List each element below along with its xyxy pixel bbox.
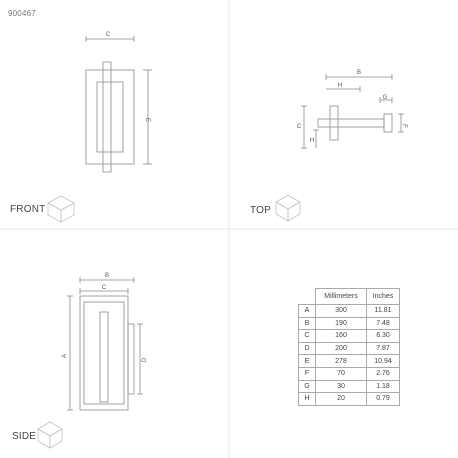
side-height-letter: A: [62, 354, 68, 358]
side-width-letter: B: [105, 273, 109, 279]
table-header-millimeters: Millimeters: [315, 288, 367, 305]
dim-key: C: [298, 329, 316, 343]
side-view-label: SIDE: [12, 431, 37, 442]
dim-mm: 20: [315, 392, 367, 406]
front-orientation-cube-icon: [47, 195, 75, 223]
dim-in: 0.79: [366, 392, 400, 406]
dim-in: 2.76: [366, 366, 400, 381]
dim-in: 6.30: [366, 329, 400, 343]
dim-in: 1.18: [366, 379, 400, 394]
top-post-height-letter: H: [310, 138, 314, 144]
dim-key: D: [298, 341, 316, 356]
product-code: 900467: [8, 9, 36, 18]
dim-mm: 200: [315, 341, 367, 356]
dim-key: E: [298, 354, 316, 368]
table-header-inches: Inches: [366, 288, 400, 305]
dim-in: 7.48: [366, 316, 400, 331]
top-view-drawing: [301, 74, 404, 149]
side-mount-letter: D: [142, 357, 148, 362]
dim-in: 7.87: [366, 341, 400, 356]
table-header-row: Millimeters Inches: [298, 288, 400, 305]
side-inner-letter: C: [102, 285, 107, 291]
side-orientation-cube-icon: [37, 421, 63, 449]
front-width-letter: C: [106, 32, 111, 38]
dim-mm: 160: [315, 329, 367, 343]
top-orientation-cube-icon: [275, 194, 301, 222]
dim-key: G: [298, 379, 316, 394]
top-plate-height-letter: C: [297, 124, 302, 130]
front-view-label: FRONT: [10, 204, 46, 215]
top-plate-width-letter: F: [401, 124, 407, 128]
dim-in: 10.94: [366, 354, 400, 368]
dim-mm: 70: [315, 366, 367, 381]
dim-key: H: [298, 392, 316, 406]
top-view-label: TOP: [250, 205, 271, 216]
dim-mm: 278: [315, 354, 367, 368]
top-arm-letter: H: [338, 83, 342, 89]
dim-key: F: [298, 366, 316, 381]
dim-key: B: [298, 316, 316, 331]
table-header-blank: [298, 288, 316, 305]
top-depth-letter: G: [383, 95, 388, 101]
side-view-drawing: [67, 277, 143, 411]
dim-mm: 300: [315, 304, 367, 318]
dim-mm: 190: [315, 316, 367, 331]
front-height-letter: E: [144, 118, 150, 122]
dim-key: A: [298, 304, 316, 318]
front-view-drawing: [85, 36, 152, 173]
dim-in: 11.81: [366, 304, 400, 318]
top-length-letter: B: [357, 70, 361, 76]
dim-mm: 30: [315, 379, 367, 394]
